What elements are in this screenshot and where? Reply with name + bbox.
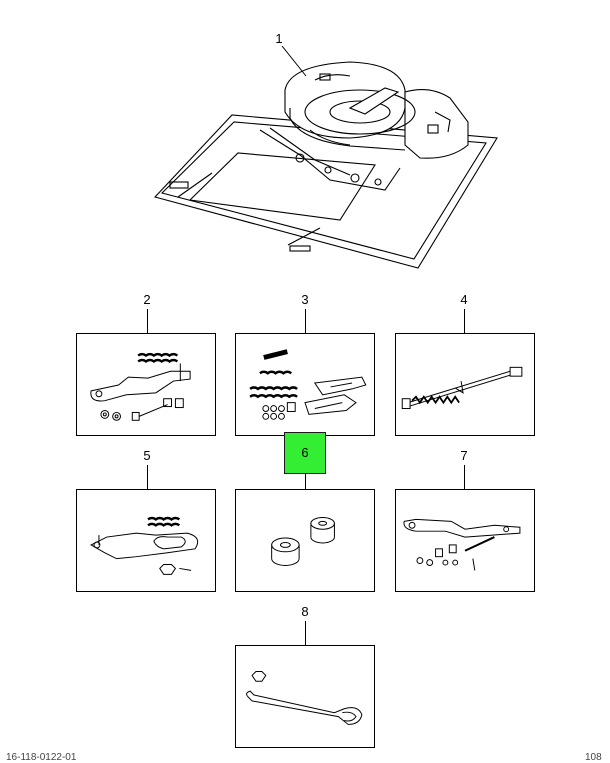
release-handle-kit-illustration [403, 518, 521, 571]
parts-box-6[interactable] [235, 489, 375, 592]
leader-line-3 [305, 309, 306, 333]
callout-7[interactable]: 7 [460, 448, 468, 463]
callout-6: 6 [301, 445, 309, 460]
callout-5[interactable]: 5 [143, 448, 151, 463]
leader-line-6 [305, 474, 306, 489]
parts-box-7[interactable] [395, 489, 535, 592]
linkage-kit-illustration [90, 352, 191, 421]
parts-box-8[interactable] [235, 645, 375, 748]
callout-2[interactable]: 2 [143, 292, 151, 307]
parts-box-2[interactable] [76, 333, 216, 436]
leader-line-4 [464, 309, 465, 333]
leader-line-1 [281, 46, 307, 77]
callout-4[interactable]: 4 [460, 292, 468, 307]
lever-kit-illustration [90, 516, 199, 575]
spring-kit-illustration [249, 349, 367, 420]
bushing-kit-illustration [271, 516, 335, 566]
callout-6-highlight[interactable]: 6 [284, 432, 326, 474]
leader-line-8 [305, 621, 306, 645]
page-number: 108 [585, 752, 602, 763]
pull-handle-illustration [246, 671, 363, 725]
parts-box-3[interactable] [235, 333, 375, 436]
callout-8[interactable]: 8 [301, 604, 309, 619]
rod-kit-illustration [401, 366, 523, 410]
callout-3[interactable]: 3 [301, 292, 309, 307]
parts-box-4[interactable] [395, 333, 535, 436]
leader-line-5 [147, 465, 148, 489]
leader-line-7 [464, 465, 465, 489]
figure-id: 16-118-0122-01 [6, 752, 77, 763]
fifth-wheel-assembly-illustration[interactable] [150, 50, 500, 275]
leader-line-2 [147, 309, 148, 333]
parts-box-5[interactable] [76, 489, 216, 592]
callout-1[interactable]: 1 [275, 31, 283, 46]
